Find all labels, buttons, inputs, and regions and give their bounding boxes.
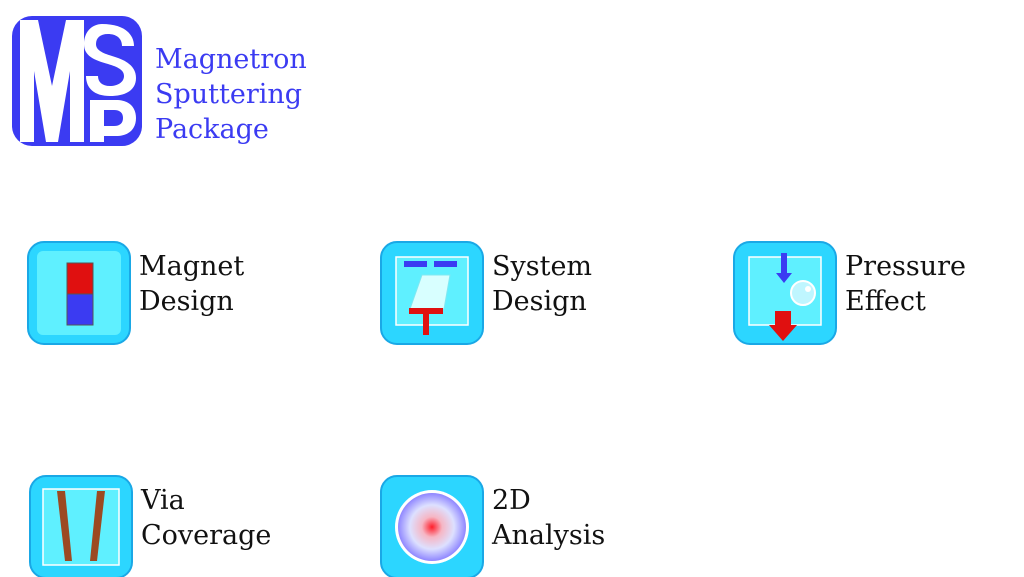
system-design-label: System Design	[492, 251, 593, 317]
magnet-design-label: Magnet Design	[139, 251, 245, 317]
app-title-line-3: Package	[155, 114, 269, 145]
app-title: Magnetron Sputtering Package	[155, 42, 307, 147]
msp-logo	[12, 16, 142, 146]
magnet-icon	[27, 241, 131, 345]
app-title-line-2: Sputtering	[155, 79, 303, 110]
pressure-icon	[733, 241, 837, 345]
2d-analysis-button[interactable]: 2D Analysis	[380, 475, 630, 577]
via-coverage-label: Via Coverage	[141, 485, 272, 551]
sputter-system-icon	[380, 241, 484, 345]
analysis-2d-icon	[380, 475, 484, 577]
pressure-effect-label: Pressure Effect	[845, 251, 967, 317]
via-coverage-button[interactable]: Via Coverage	[29, 475, 279, 577]
2d-analysis-label: 2D Analysis	[492, 485, 606, 551]
via-icon	[29, 475, 133, 577]
system-design-button[interactable]: System Design	[380, 241, 620, 345]
pressure-effect-button[interactable]: Pressure Effect	[733, 241, 983, 345]
magnet-design-button[interactable]: Magnet Design	[27, 241, 267, 345]
app-title-line-1: Magnetron	[155, 44, 307, 75]
